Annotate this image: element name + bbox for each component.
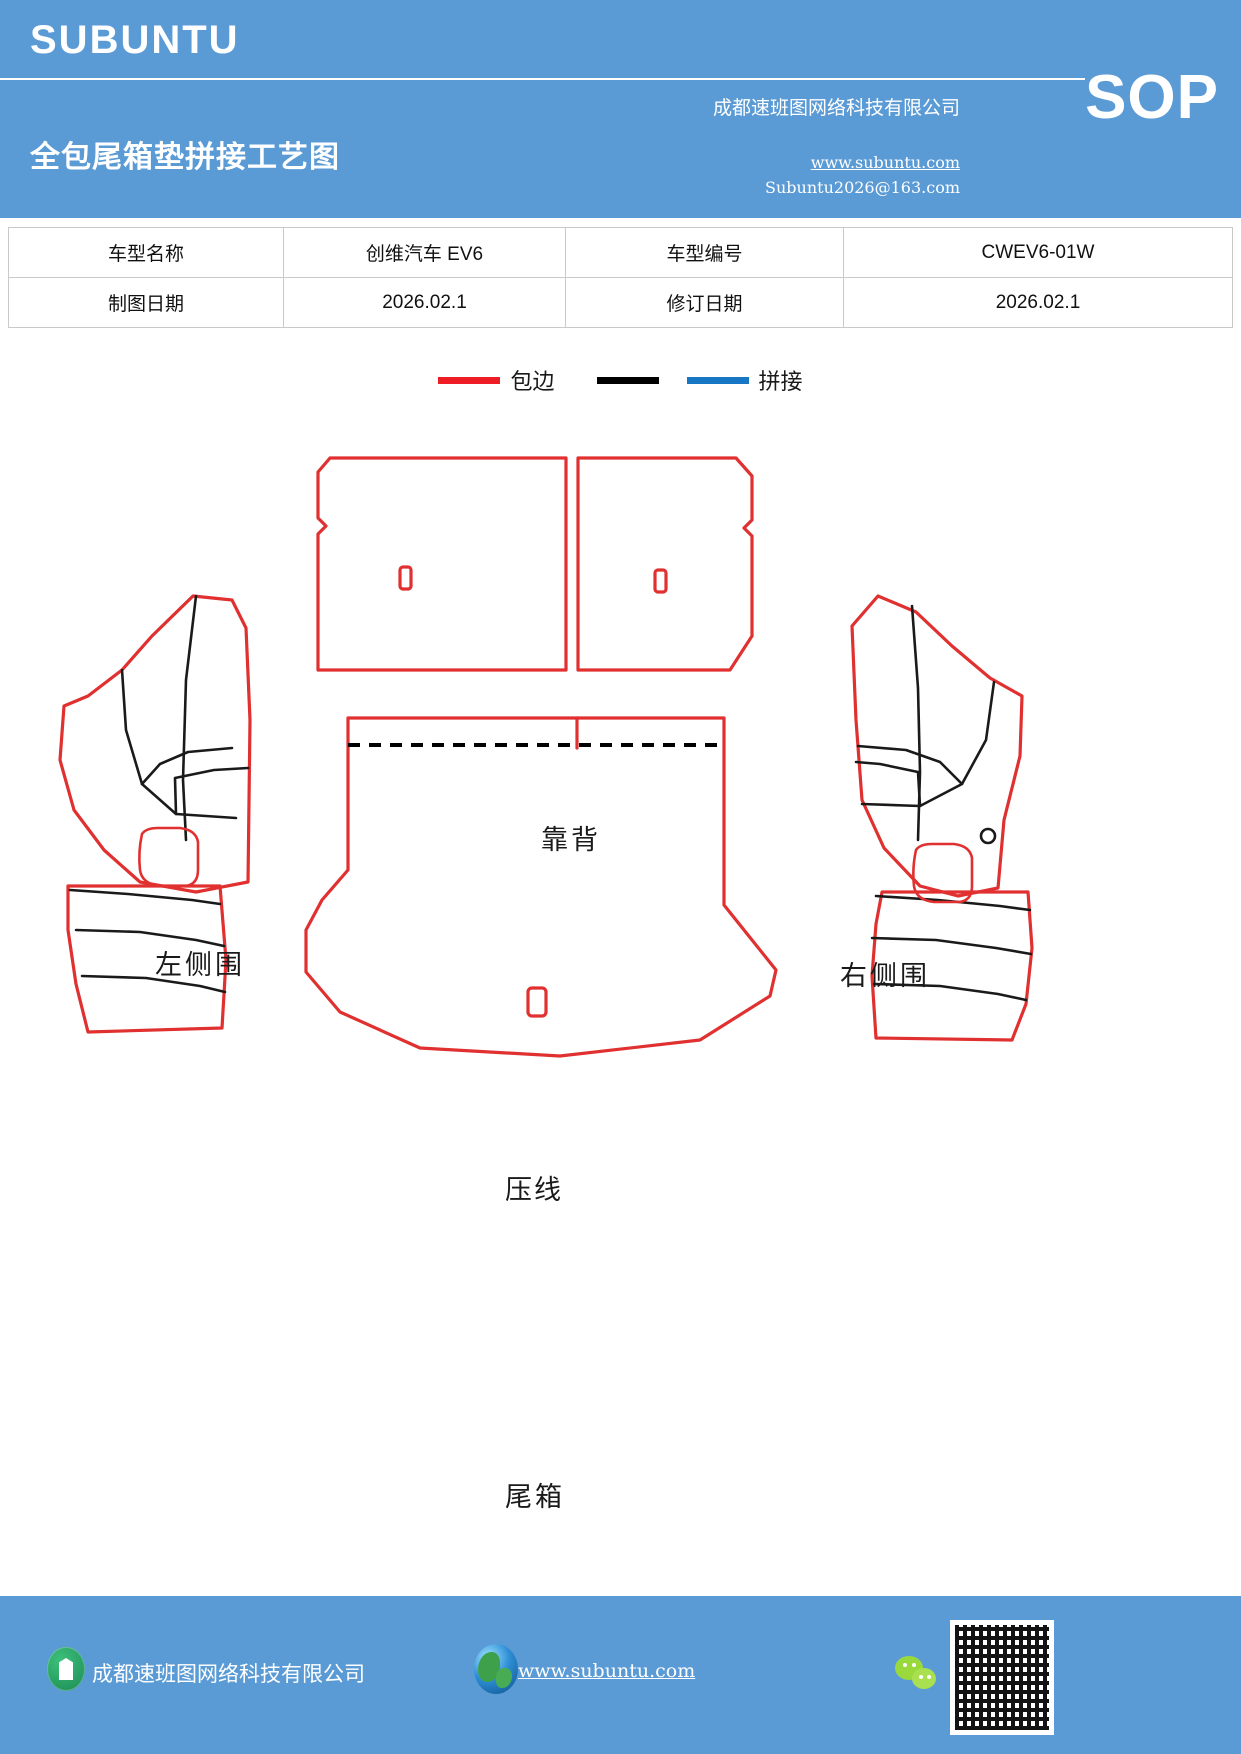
- qr-code-pattern: [955, 1625, 1049, 1730]
- diagram-legend: 包边 拼接: [0, 360, 1241, 400]
- cell-model-name-label: 车型名称: [8, 227, 284, 278]
- label-left-side: 左侧围: [155, 950, 245, 981]
- legend-label-seam: 拼接: [758, 370, 803, 395]
- wechat-icon: [895, 1656, 943, 1696]
- cell-draw-date-label: 制图日期: [8, 277, 284, 328]
- globe-icon: [474, 1644, 518, 1694]
- building-icon: [47, 1647, 85, 1691]
- seam-right-6: [870, 936, 1033, 956]
- technical-drawing: 靠背 左侧围 右侧围 压线 尾箱: [0, 400, 1241, 1513]
- legend-label-edging: 包边: [510, 370, 555, 395]
- vehicle-info-table: 车型名称 创维汽车 EV6 车型编号 CWEV6-01W 制图日期 2026.0…: [8, 227, 1233, 328]
- legend-item-edging: 包边: [438, 364, 596, 396]
- legend-swatch-blue-icon: [686, 376, 749, 384]
- cell-model-code-label: 车型编号: [565, 227, 844, 278]
- part-trunk-floor: [304, 716, 778, 1058]
- part-backrest-right: [576, 456, 754, 672]
- cell-draw-date-value: 2026.02.1: [283, 277, 566, 328]
- label-backrest: 靠背: [541, 825, 601, 856]
- seam-left-1: [181, 594, 198, 842]
- seam-left-4: [140, 746, 234, 786]
- seam-left-7: [80, 974, 227, 994]
- label-right-side: 右侧围: [840, 961, 930, 992]
- wechat-eye-dot: [919, 1675, 923, 1679]
- seam-left-5: [68, 888, 222, 906]
- table-row: 制图日期 2026.02.1 修订日期 2026.02.1: [8, 277, 1233, 328]
- wechat-eye-dot: [903, 1663, 907, 1667]
- page-footer: 成都速班图网络科技有限公司 www.subuntu.com: [0, 1596, 1241, 1754]
- wechat-bubble-small: [912, 1668, 936, 1689]
- brand-logo: SUBUNTU: [30, 18, 240, 62]
- legend-swatch-black-icon: [596, 376, 659, 384]
- trunk-mat-layout-svg: [58, 456, 1034, 1058]
- header-website-link[interactable]: www.subuntu.com: [810, 153, 960, 172]
- table-row: 车型名称 创维汽车 EV6 车型编号 CWEV6-01W: [8, 227, 1233, 278]
- legend-item-seam: 拼接: [596, 364, 803, 396]
- cell-model-code-value: CWEV6-01W: [843, 227, 1233, 278]
- wechat-eye-dot: [927, 1675, 931, 1679]
- cell-model-name-value: 创维汽车 EV6: [283, 227, 566, 278]
- hole-right-small: [979, 827, 997, 845]
- page-title: 全包尾箱垫拼接工艺图: [30, 140, 340, 175]
- seam-right-5: [874, 894, 1032, 912]
- header-email: Subuntu2026@163.com: [765, 178, 960, 197]
- seam-left-3: [173, 766, 250, 816]
- slot-backrest-left: [398, 565, 413, 591]
- footer-company-name: 成都速班图网络科技有限公司: [92, 1662, 365, 1686]
- seam-right-7: [872, 982, 1028, 1002]
- part-left-side-lower: [66, 884, 228, 1034]
- label-press-line: 压线: [505, 1175, 563, 1206]
- slot-backrest-right: [653, 568, 668, 594]
- wechat-eye-dot: [912, 1663, 916, 1667]
- part-backrest-left: [316, 456, 568, 672]
- header-company-name: 成都速班图网络科技有限公司: [712, 97, 960, 119]
- seam-right-2: [860, 680, 996, 808]
- seam-left-2: [120, 668, 238, 820]
- cell-revision-date-label: 修订日期: [565, 277, 844, 328]
- sop-badge: SOP: [1085, 63, 1219, 132]
- seam-right-3: [854, 760, 922, 808]
- footer-website-link[interactable]: www.subuntu.com: [518, 1660, 696, 1682]
- legend-swatch-red-icon: [438, 376, 501, 384]
- label-trunk: 尾箱: [505, 1482, 565, 1513]
- cell-revision-date-value: 2026.02.1: [843, 277, 1233, 328]
- slot-trunk-center: [526, 986, 548, 1018]
- hole-right-panel: [912, 842, 974, 904]
- header-divider: [0, 78, 1085, 80]
- seam-left-6: [74, 928, 226, 948]
- page-header: SUBUNTU 全包尾箱垫拼接工艺图 成都速班图网络科技有限公司 www.sub…: [0, 0, 1241, 218]
- part-left-side-upper: [58, 594, 252, 894]
- seam-right-4: [856, 744, 964, 786]
- hole-left-panel: [138, 826, 200, 888]
- qr-code[interactable]: [950, 1620, 1054, 1735]
- part-right-side-upper: [850, 594, 1024, 898]
